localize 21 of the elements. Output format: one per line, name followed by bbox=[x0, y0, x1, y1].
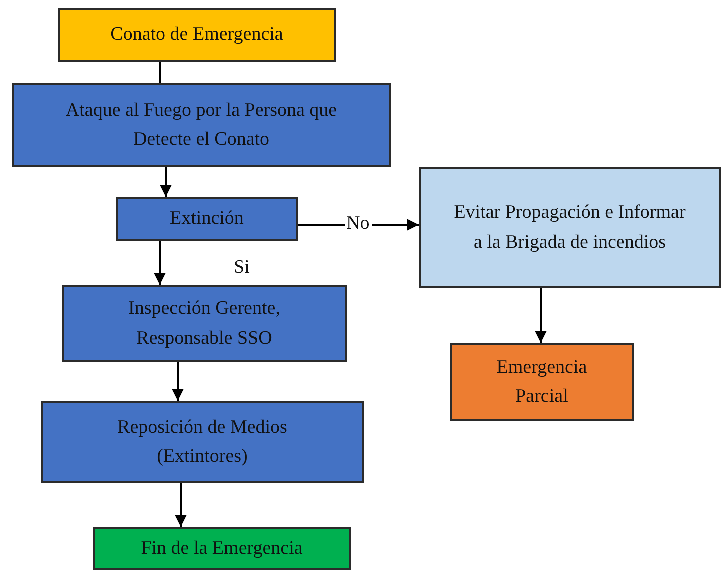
end-box bbox=[93, 527, 351, 570]
process-box bbox=[62, 285, 347, 362]
node-text: Fin de la Emergencia bbox=[141, 536, 303, 561]
process-box bbox=[450, 343, 634, 421]
start-box bbox=[58, 8, 336, 62]
node-text: Conato de Emergencia bbox=[110, 23, 284, 48]
node-text: Reposición de Medios (Extintores) bbox=[116, 416, 288, 469]
node-text: Evitar Propagación e Informar a la Brigada de incendios bbox=[453, 201, 687, 254]
node-text: Extinción bbox=[170, 207, 244, 232]
arrow bbox=[535, 288, 547, 343]
arrow bbox=[172, 362, 184, 401]
process-box bbox=[419, 167, 721, 288]
node-text: Ataque al Fuego por la Persona que Detecte el Conato bbox=[64, 98, 338, 152]
process-box bbox=[12, 83, 391, 167]
node-text: Emergencia Parcial bbox=[496, 356, 588, 409]
process-box bbox=[116, 197, 298, 241]
arrow bbox=[160, 167, 172, 197]
process-box bbox=[41, 401, 364, 483]
arrow bbox=[175, 483, 187, 527]
arrow bbox=[154, 241, 166, 285]
node-text: Inspección Gerente, Responsable SSO bbox=[128, 297, 282, 350]
